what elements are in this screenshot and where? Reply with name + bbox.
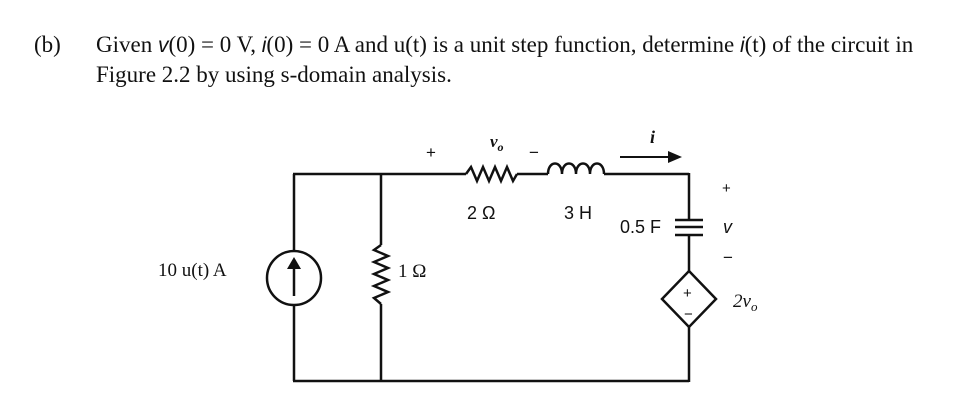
current-source <box>265 249 323 307</box>
capacitor-minus-sign: − <box>723 248 733 267</box>
shunt-resistor-label: 1 Ω <box>398 261 426 282</box>
problem-label: (b) <box>34 32 61 57</box>
problem-text-part: (t) of the circuit in Figure 2.2 by usin… <box>96 32 914 87</box>
vo-minus-sign: − <box>529 143 539 162</box>
capacitor-label: 0.5 F <box>620 217 661 237</box>
current-label: i <box>650 127 655 147</box>
var-i: i <box>261 34 267 57</box>
problem-text-part: (0) = 0 A and u(t) is a unit step functi… <box>266 32 740 57</box>
dep-source-sub: o <box>751 299 758 314</box>
current-arrow-head <box>668 151 682 163</box>
resistor-2ohm <box>464 163 519 185</box>
problem-text: Given v(0) = 0 V, i(0) = 0 A and u(t) is… <box>96 30 946 89</box>
capacitor-plus-sign: + <box>722 180 731 197</box>
problem-text-part: (0) = 0 V, <box>168 32 262 57</box>
resistor-1ohm <box>370 243 392 305</box>
dep-source-coef: 2v <box>733 291 752 312</box>
dep-source-minus-sign: − <box>684 306 693 323</box>
dep-source-plus-sign: + <box>683 285 692 302</box>
vo-plus-sign: + <box>426 143 436 162</box>
var-v: v <box>157 34 169 57</box>
dep-source-label: 2vo <box>733 291 758 314</box>
problem-text-part: Given <box>96 32 158 57</box>
var-i: i <box>739 34 745 57</box>
vo-label-main: v <box>490 132 498 151</box>
series-resistor-label: 2 Ω <box>467 203 495 223</box>
inductor-label: 3 H <box>564 203 592 223</box>
inductor-3h <box>546 162 606 175</box>
current-source-arrow-head <box>287 257 301 269</box>
capacitor-voltage-label: v <box>723 217 733 237</box>
vo-label: vo <box>490 132 504 154</box>
source-label: 10 u(t) A <box>158 260 227 281</box>
dependent-voltage-source <box>660 269 718 329</box>
vo-label-sub: o <box>498 140 504 154</box>
